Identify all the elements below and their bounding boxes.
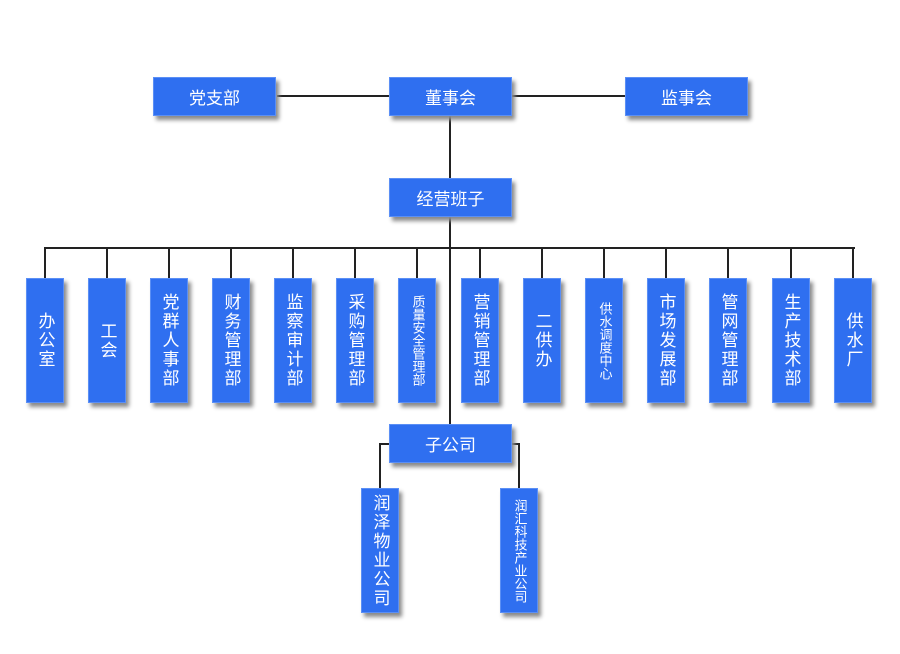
connector-line (354, 248, 356, 278)
node-department: 市场发展部 (647, 278, 685, 403)
connector-line (379, 443, 381, 488)
node-department: 采购管理部 (336, 278, 374, 403)
node-board: 董事会 (389, 77, 512, 116)
connector-line (230, 248, 232, 278)
connector-line (541, 248, 543, 278)
node-department: 工会 (88, 278, 126, 403)
node-label: 生产技术部 (780, 293, 801, 388)
node-supervisors: 监事会 (625, 77, 748, 116)
connector-line (727, 248, 729, 278)
connector-line (379, 443, 390, 445)
node-subsidiary-tech: 润汇科技产业公司 (500, 488, 538, 613)
node-label: 工会 (96, 321, 117, 360)
node-department: 生产技术部 (772, 278, 810, 403)
connector-line (790, 248, 792, 278)
node-label: 营销管理部 (469, 293, 490, 388)
node-label: 经营班子 (416, 190, 485, 210)
node-department: 办公室 (26, 278, 64, 403)
node-label: 供水调度中心 (596, 301, 612, 380)
node-label: 采购管理部 (344, 293, 365, 388)
node-department: 质量安全管理部 (398, 278, 436, 403)
connector-line (449, 116, 451, 424)
node-department: 供水厂 (834, 278, 872, 403)
connector-line (44, 248, 46, 278)
node-label: 董事会 (425, 89, 476, 109)
node-department: 监察审计部 (274, 278, 312, 403)
connector-line (603, 248, 605, 278)
connector-line (665, 248, 667, 278)
node-label: 润汇科技产业公司 (511, 498, 527, 603)
node-label: 子公司 (425, 436, 476, 456)
node-label: 二供办 (531, 312, 552, 369)
node-subsidiary: 子公司 (389, 424, 512, 463)
node-label: 监事会 (661, 89, 712, 109)
connector-line (511, 443, 520, 445)
node-department: 供水调度中心 (585, 278, 623, 403)
connector-line (168, 248, 170, 278)
node-department: 营销管理部 (461, 278, 499, 403)
connector-line (106, 248, 108, 278)
connector-line (44, 247, 855, 249)
node-management: 经营班子 (389, 178, 512, 217)
node-label: 质量安全管理部 (409, 295, 425, 386)
node-label: 财务管理部 (220, 293, 241, 388)
node-label: 办公室 (34, 312, 55, 369)
connector-line (416, 248, 418, 278)
node-label: 管网管理部 (717, 293, 738, 388)
node-department: 二供办 (523, 278, 561, 403)
node-label: 供水厂 (842, 312, 863, 369)
node-party-branch: 党支部 (153, 77, 276, 116)
node-department: 财务管理部 (212, 278, 250, 403)
node-label: 党群人事部 (158, 293, 179, 388)
node-department: 管网管理部 (709, 278, 747, 403)
connector-line (292, 248, 294, 278)
node-department: 党群人事部 (150, 278, 188, 403)
node-subsidiary-property: 润泽物业公司 (361, 488, 399, 613)
connector-line (518, 443, 520, 488)
node-label: 党支部 (189, 89, 240, 109)
connector-line (479, 248, 481, 278)
node-label: 润泽物业公司 (369, 493, 390, 608)
node-label: 监察审计部 (282, 293, 303, 388)
connector-line (852, 248, 854, 278)
node-label: 市场发展部 (655, 293, 676, 388)
